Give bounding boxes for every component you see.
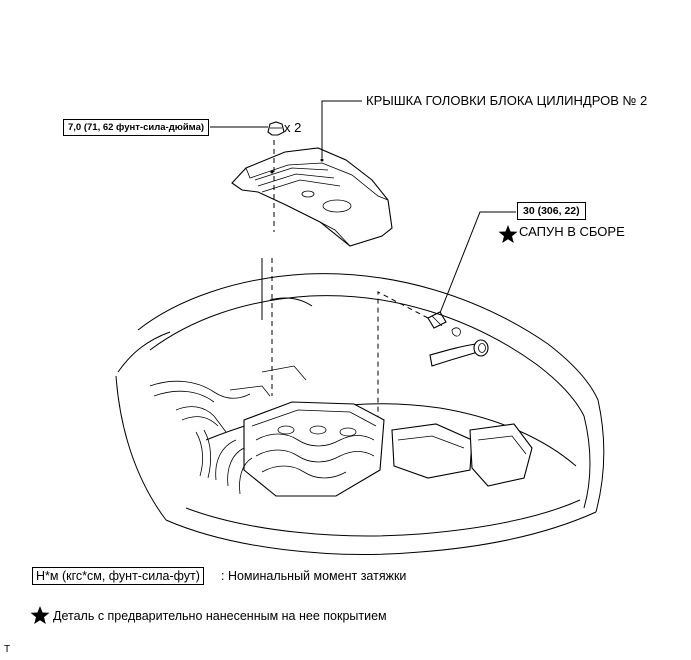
legend-torque-desc: : Номинальный момент затяжки — [221, 569, 407, 583]
breather-assembly — [427, 311, 461, 337]
nut-torque-box: 7,0 (71, 62 фунт-сила-дюйма) — [63, 119, 210, 136]
legend-torque-unit-box: Н*м (кгс*см, фунт-сила-фут) — [32, 567, 204, 585]
nut-quantity-label: x 2 — [284, 120, 302, 135]
breather-hose — [429, 339, 489, 367]
star-icon — [30, 606, 50, 624]
cylinder-head-cover-no2 — [231, 147, 393, 247]
breather-name-label: САПУН В СБОРЕ — [519, 224, 625, 239]
legend-precoated-desc: Деталь с предварительно нанесенным на не… — [53, 609, 387, 623]
engine-bay-illustration — [115, 258, 605, 555]
cover-nut — [267, 121, 285, 136]
star-icon — [498, 225, 518, 243]
leader-lines — [210, 100, 516, 319]
cover-name-label: КРЫШКА ГОЛОВКИ БЛОКА ЦИЛИНДРОВ № 2 — [366, 93, 648, 108]
footer-mark: T — [4, 644, 11, 655]
dashed-install-lines — [271, 140, 429, 462]
breather-torque-box: 30 (306, 22) — [517, 202, 586, 220]
